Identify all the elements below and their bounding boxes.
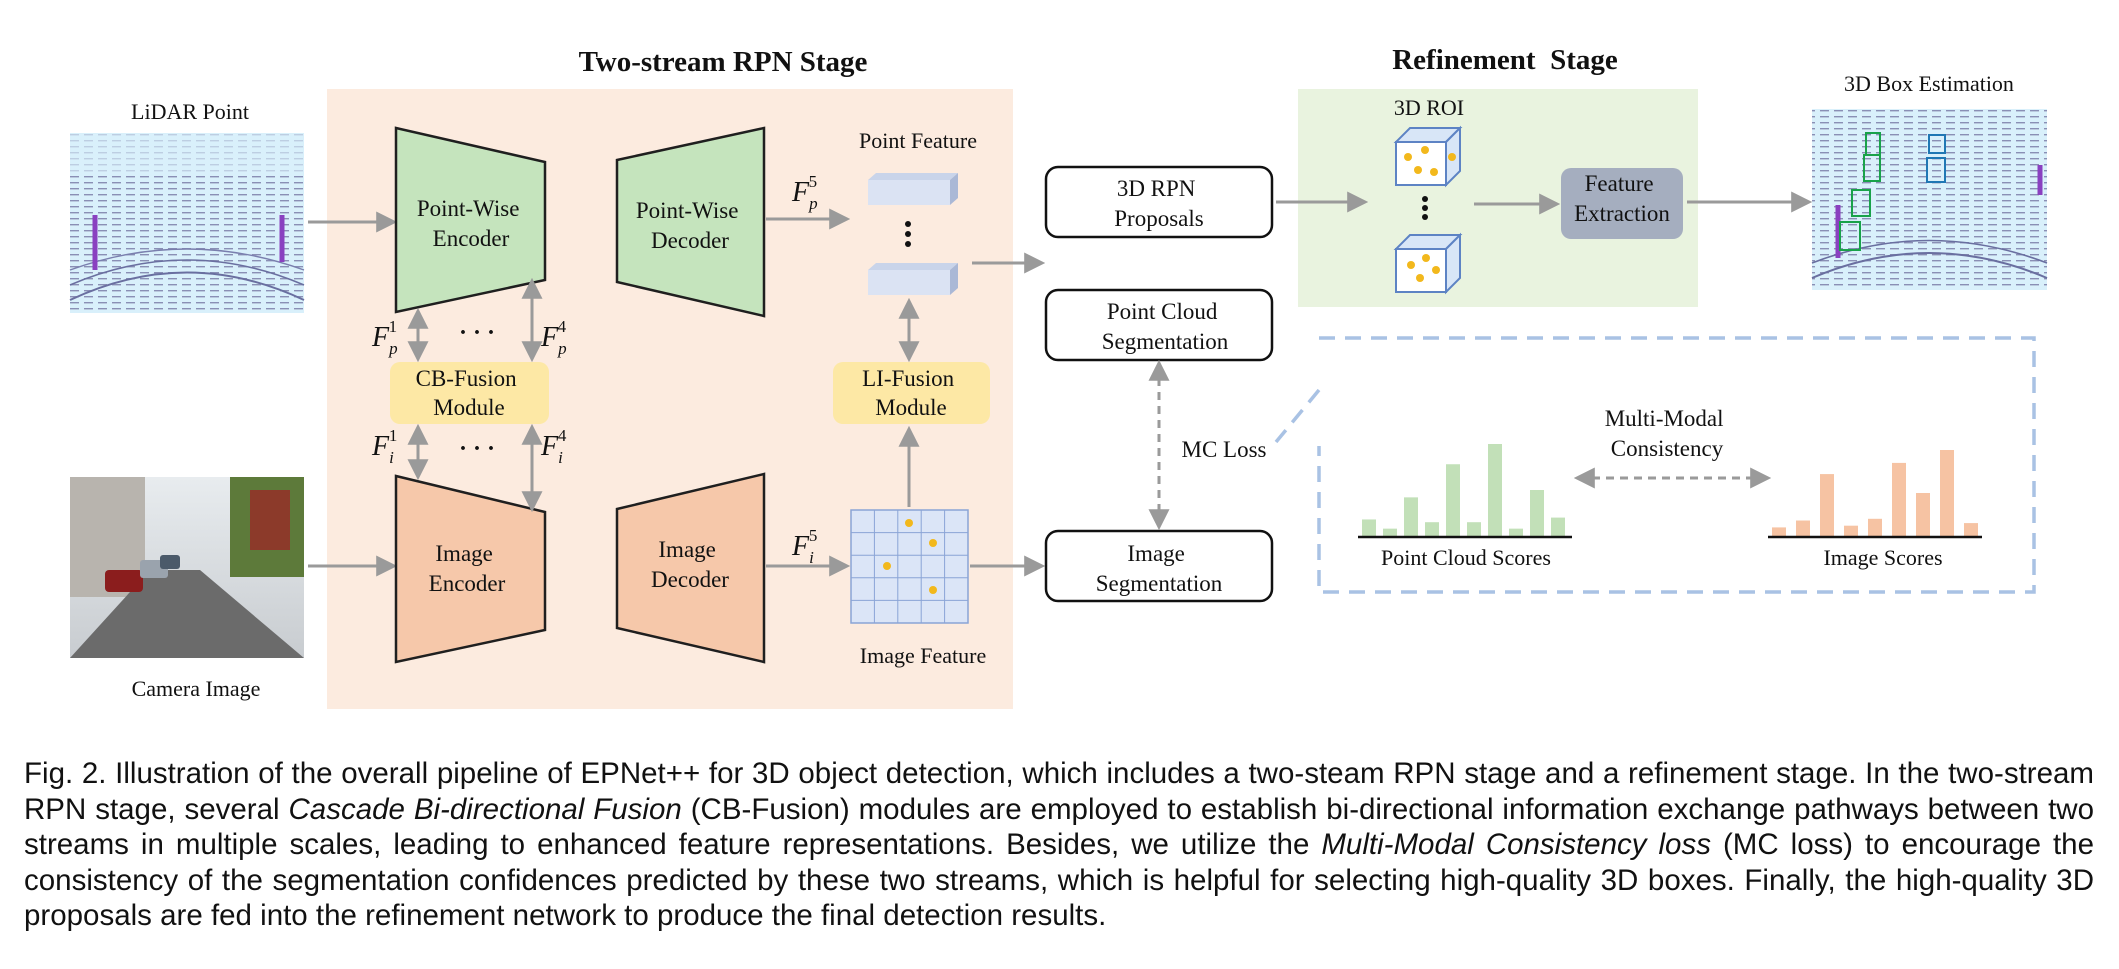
image-segmentation-label: Image Segmentation [1096,541,1223,596]
point-cloud-score-bar [1404,497,1418,536]
point-cloud-scores-label: Point Cloud Scores [1381,545,1551,570]
fp5-symbol: Fp5 [791,172,818,213]
point-cloud-score-bar [1509,528,1523,536]
image-decoder-label: Image Decoder [651,537,729,592]
image-score-bar [1772,527,1786,536]
image-decoder [615,472,766,664]
caption-term-cb-fusion: Cascade Bi-directional Fusion [288,792,682,826]
image-feature-label: Image Feature [860,643,986,668]
point-cloud-score-bar [1551,517,1565,536]
box-estimation-image [1811,109,2048,290]
image-scores-bars [1772,450,1978,536]
fi1-symbol: Fi1 [371,426,397,467]
rpn-proposals-box [1044,165,1274,239]
image-score-bar [1796,520,1810,536]
lidar-input-label: LiDAR Point [131,99,249,124]
cb-fusion-module [390,362,549,424]
point-feature-label: Point Feature [859,128,977,153]
roi-vertical-dots [1422,196,1428,220]
fi4-symbol: Fi4 [540,426,567,467]
point-feature-block-top [868,173,958,205]
rpn-proposals-label: 3D RPN Proposals [1114,176,1204,231]
mc-loss-label: MC Loss [1182,437,1267,462]
camera-input-label: Camera Image [132,676,261,701]
lidar-point-image [69,133,305,313]
point-cloud-score-bar [1425,522,1439,536]
point-wise-encoder-label: Point-Wise Encoder [417,196,525,251]
li-fusion-label: LI-Fusion Module [862,366,960,420]
box-estimation-label: 3D Box Estimation [1844,71,2014,96]
camera-image [70,477,304,658]
image-segmentation-box [1044,529,1274,603]
figure-caption: Fig. 2. Illustration of the overall pipe… [24,756,2094,934]
point-cloud-score-bar [1488,444,1502,536]
image-score-bar [1844,525,1858,536]
image-encoder-label: Image Encoder [429,541,506,596]
roi-label: 3D ROI [1394,95,1464,120]
fp1-symbol: Fp1 [371,317,398,358]
fi5-symbol: Fi5 [791,526,817,567]
roi-cube-bottom [1393,232,1463,295]
image-encoder [394,474,547,664]
consistency-panel-connector [1274,388,1321,444]
image-scores-label: Image Scores [1823,545,1942,570]
point-cloud-score-bar [1383,528,1397,536]
caption-term-mc-loss: Multi-Modal Consistency loss [1321,828,1711,861]
point-wise-encoder [394,126,547,314]
li-fusion-module [833,362,990,424]
image-score-bar [1940,450,1954,536]
point-feature-block-bottom [868,263,958,295]
image-score-bar [1964,523,1978,536]
point-feature-vertical-dots [905,221,911,247]
consistency-panel-border [1317,336,2036,594]
image-feature-grid [850,509,969,624]
point-cloud-score-bar [1446,464,1460,536]
ellipsis-top: · · · [459,320,495,346]
feature-extraction-label: Feature Extraction [1574,171,1670,226]
refinement-stage-title: Refinement Stage [1392,44,1618,76]
multi-modal-consistency-label: Multi-Modal Consistency [1605,406,1730,461]
caption-part-2: (CB-Fusion) modules are employed to esta… [24,792,2094,862]
point-cloud-score-bar [1467,522,1481,536]
image-score-bar [1868,518,1882,536]
image-score-bar [1916,493,1930,536]
feature-extraction-box [1561,168,1683,239]
caption-part-3: (MC loss) to encourage the consistency o… [24,828,2094,932]
pipeline-diagram: Two-stream RPN Stage Refinement Stage Li… [69,44,2048,709]
mc-loss-label-bg [1172,432,1276,462]
rpn-stage-title: Two-stream RPN Stage [579,46,868,78]
roi-cube-top [1393,125,1463,188]
ellipsis-bottom: · · · [459,436,495,462]
point-wise-decoder [615,126,766,318]
cb-fusion-label: CB-Fusion Module [416,366,523,420]
image-score-bar [1820,474,1834,536]
caption-part-1: Fig. 2. Illustration of the overall pipe… [24,757,2094,826]
point-cloud-segmentation-label: Point Cloud Segmentation [1102,299,1229,354]
point-cloud-score-bar [1362,519,1376,536]
fp4-symbol: Fp4 [540,317,567,358]
point-wise-decoder-label: Point-Wise Decoder [636,198,744,253]
point-cloud-scores-bars [1362,444,1565,536]
image-score-bar [1892,462,1906,536]
point-cloud-score-bar [1530,490,1544,536]
